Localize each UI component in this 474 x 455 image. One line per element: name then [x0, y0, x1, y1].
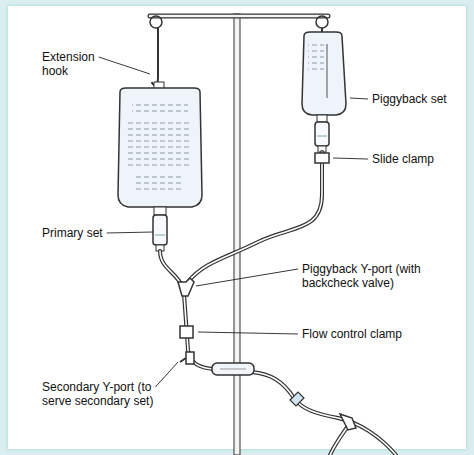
secondary-y-port [180, 352, 194, 364]
part-label: Secondary Y-port (to serve secondary set… [42, 380, 168, 408]
part-label: Flow control clamp [302, 327, 442, 341]
leader-line [333, 158, 368, 159]
piggyback-y-port [178, 278, 194, 296]
extension-hook [152, 28, 158, 85]
flow-control-clamp [180, 326, 193, 338]
leader-line [350, 98, 368, 99]
iv-tubing [160, 152, 396, 455]
part-label: Primary set [42, 226, 142, 240]
leader-line [155, 362, 178, 387]
lower-clamp [290, 392, 304, 406]
part-label: Piggyback set [372, 92, 464, 106]
leader-line [99, 57, 150, 74]
leader-line [196, 269, 298, 286]
piggyback-bag [302, 28, 346, 152]
part-label: Slide clamp [372, 152, 464, 166]
primary-bag [118, 82, 202, 251]
slide-clamp [315, 153, 329, 163]
lower-y-port [340, 414, 356, 430]
leader-line [107, 232, 153, 233]
leader-line [198, 332, 298, 334]
part-label: Extension hook [42, 50, 112, 78]
inline-device [212, 363, 254, 375]
iv-pole [150, 14, 328, 455]
part-label: Piggyback Y-port (with backcheck valve) [302, 262, 452, 290]
